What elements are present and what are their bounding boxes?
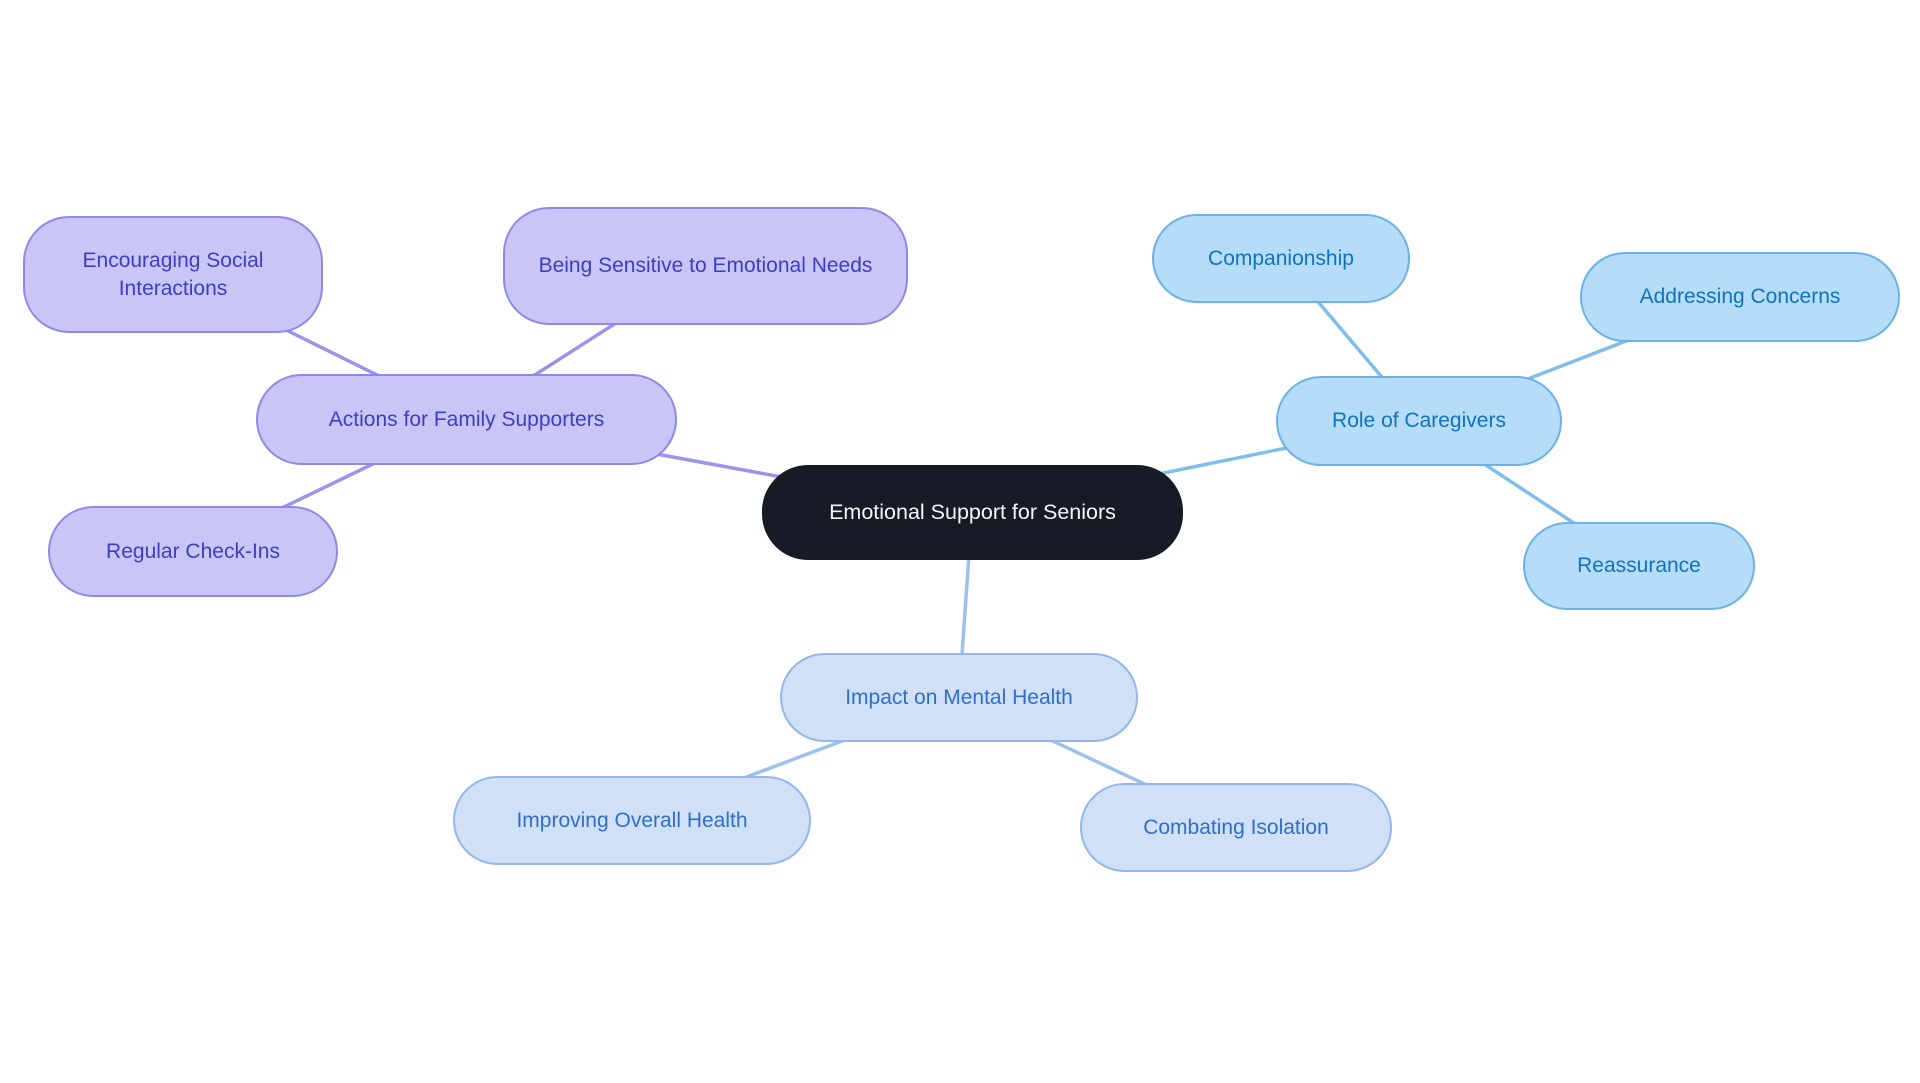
node-being-sensitive-to-emotional-needs[interactable]: Being Sensitive to Emotional Needs — [503, 207, 908, 325]
node-companionship[interactable]: Companionship — [1152, 214, 1410, 303]
node-impact-on-mental-health[interactable]: Impact on Mental Health — [780, 653, 1138, 742]
node-regular-check-ins[interactable]: Regular Check-Ins — [48, 506, 338, 597]
node-emotional-support-for-seniors[interactable]: Emotional Support for Seniors — [762, 465, 1183, 560]
node-improving-overall-health[interactable]: Improving Overall Health — [453, 776, 811, 865]
node-addressing-concerns[interactable]: Addressing Concerns — [1580, 252, 1900, 342]
node-role-of-caregivers[interactable]: Role of Caregivers — [1276, 376, 1562, 466]
node-reassurance[interactable]: Reassurance — [1523, 522, 1755, 610]
node-combating-isolation[interactable]: Combating Isolation — [1080, 783, 1392, 872]
node-encouraging-social-interactions[interactable]: Encouraging Social Interactions — [23, 216, 323, 333]
node-actions-for-family-supporters[interactable]: Actions for Family Supporters — [256, 374, 677, 465]
